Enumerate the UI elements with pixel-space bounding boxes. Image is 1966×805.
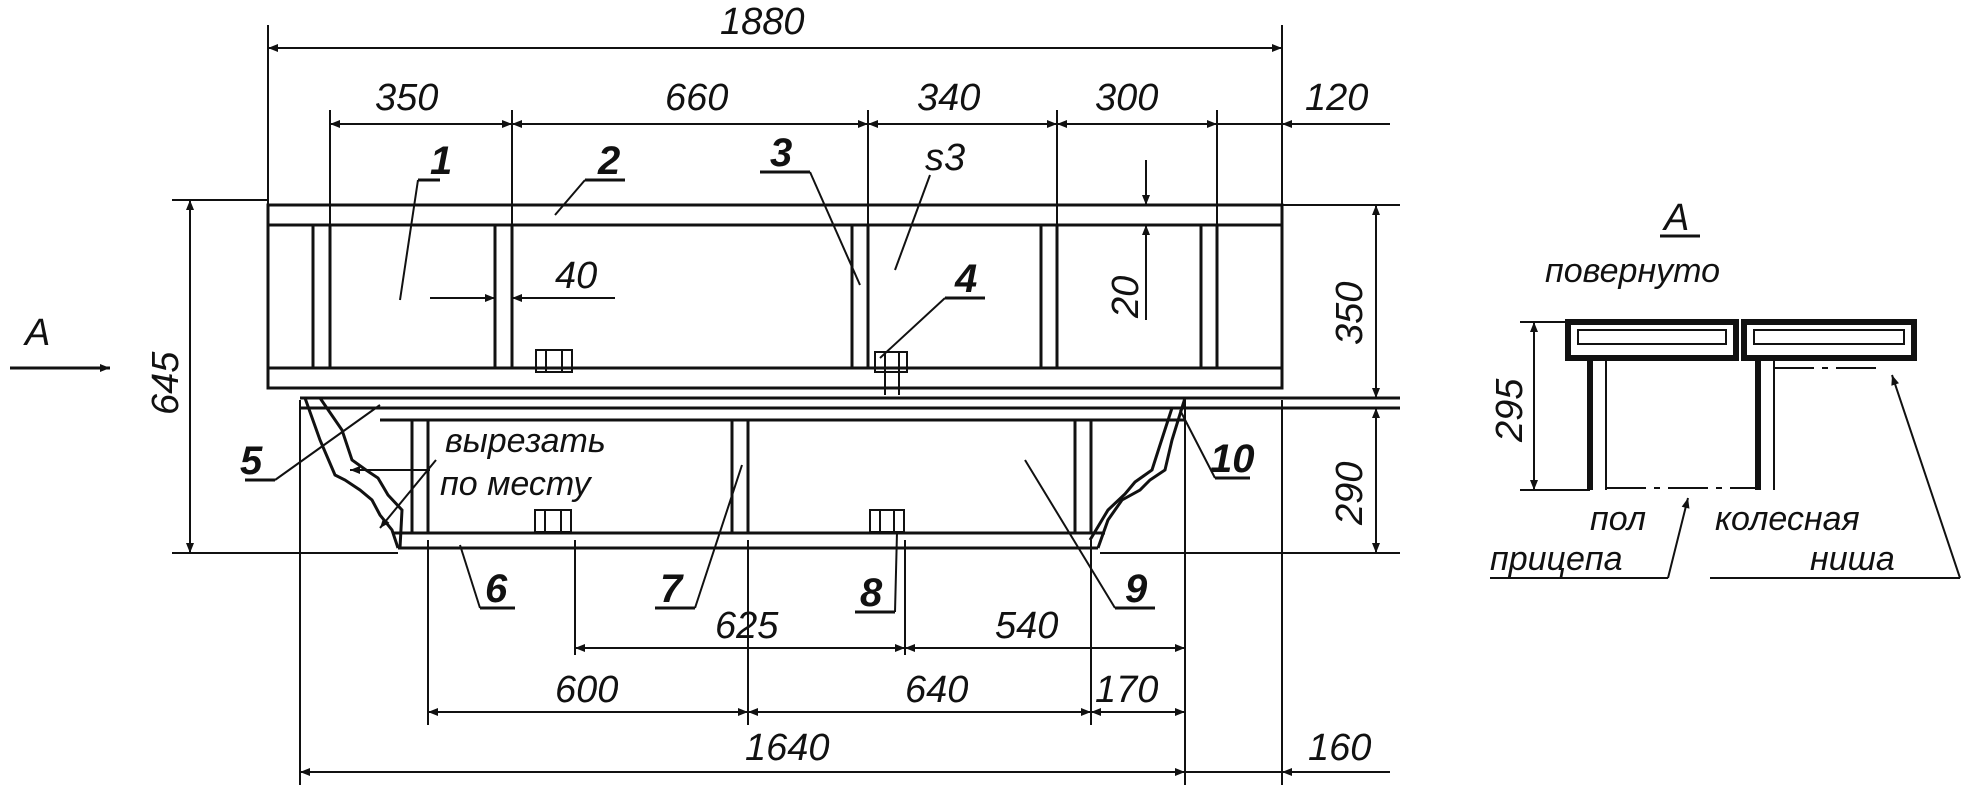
- cut-note-line1: вырезать: [445, 422, 606, 460]
- callout-9: 9: [1125, 567, 1148, 611]
- callout-numbers: 1 2 3 4 5 6 7 8 9 10: [240, 131, 1255, 615]
- dim-170: 170: [1095, 669, 1158, 711]
- dimension-texts: 1880 350 660 340 300 120 s3 40 20 645 35…: [145, 1, 1531, 769]
- callout-6: 6: [485, 567, 508, 611]
- section-title: А: [1662, 197, 1689, 239]
- callout-1: 1: [430, 139, 452, 183]
- dim-540: 540: [995, 605, 1058, 647]
- section-subtitle: повернуто: [1545, 252, 1720, 290]
- dim-20: 20: [1105, 276, 1147, 319]
- callout-2: 2: [597, 139, 620, 183]
- cut-note-line2: по месту: [440, 465, 592, 503]
- annotation-labels: А вырезать по месту А повернуто пол приц…: [23, 197, 1895, 578]
- dim-290: 290: [1329, 462, 1371, 526]
- view-arrow-label: А: [23, 312, 50, 354]
- dim-640: 640: [905, 669, 968, 711]
- callout-7: 7: [660, 567, 684, 611]
- dim-350-top: 350: [375, 77, 438, 119]
- callout-8: 8: [860, 571, 883, 615]
- upper-frame: [266, 203, 1284, 395]
- lower-box: [300, 396, 1400, 550]
- dim-340: 340: [917, 77, 980, 119]
- dim-660: 660: [665, 77, 728, 119]
- dim-600: 600: [555, 669, 618, 711]
- callout-5: 5: [240, 439, 263, 483]
- dim-120: 120: [1305, 77, 1368, 119]
- dim-645: 645: [145, 351, 187, 415]
- dimensions: [10, 25, 1400, 785]
- callout-3: 3: [770, 131, 792, 175]
- dim-350-right: 350: [1329, 282, 1371, 345]
- callout-10: 10: [1210, 437, 1255, 481]
- trailer-floor-line1: пол: [1590, 500, 1646, 538]
- trailer-floor-line2: прицепа: [1490, 540, 1623, 578]
- wheel-niche-line1: колесная: [1715, 500, 1860, 538]
- dim-295: 295: [1489, 378, 1531, 443]
- dim-300: 300: [1095, 77, 1158, 119]
- dim-625: 625: [715, 605, 779, 647]
- callout-4: 4: [954, 257, 977, 301]
- dim-1880: 1880: [720, 1, 805, 43]
- leader-lines: [245, 170, 1250, 614]
- wheel-niche-line2: ниша: [1810, 540, 1895, 578]
- dim-1640: 1640: [745, 727, 830, 769]
- section-view-a: [1490, 234, 1961, 579]
- dim-160: 160: [1308, 727, 1371, 769]
- dim-40: 40: [555, 255, 597, 297]
- dim-s3: s3: [925, 137, 965, 179]
